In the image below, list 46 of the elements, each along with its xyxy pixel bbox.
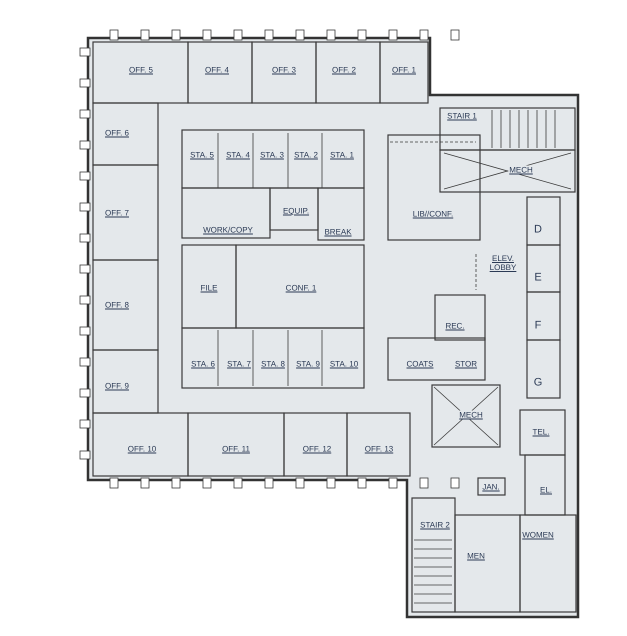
room-label: OFF. 10 bbox=[126, 444, 158, 454]
room-label: STAIR 2 bbox=[419, 520, 451, 530]
room-label: LIB//CONF. bbox=[412, 210, 454, 218]
room-label: STA. 7 bbox=[226, 360, 252, 368]
room-label: CONF. 1 bbox=[284, 284, 318, 292]
room-label: MECH bbox=[458, 410, 484, 420]
elevator-letter: G bbox=[532, 378, 544, 388]
room-label: OFF. 1 bbox=[391, 66, 417, 74]
room-label: OFF. 2 bbox=[331, 66, 357, 74]
room-label: STA. 10 bbox=[328, 360, 360, 368]
room-label: OFF. 5 bbox=[128, 66, 154, 74]
room-label: BREAK bbox=[323, 228, 353, 236]
room-label: OFF. 8 bbox=[104, 300, 130, 310]
room-label: STA. 9 bbox=[295, 360, 321, 368]
room-label: COATS bbox=[406, 360, 434, 368]
room-label: STA. 2 bbox=[293, 150, 319, 160]
room-label: OFF. 6 bbox=[104, 128, 130, 138]
room-label: FILE bbox=[200, 284, 218, 292]
room-label: STOR bbox=[454, 360, 478, 368]
room-label: STA. 6 bbox=[190, 360, 216, 368]
elevator-letter: D bbox=[533, 226, 543, 234]
room-label: STA. 5 bbox=[189, 150, 215, 160]
room-label: TEL. bbox=[532, 428, 550, 436]
room-label: STA. 3 bbox=[259, 150, 285, 160]
elevator-letter: E bbox=[533, 274, 543, 282]
room-label: JAN. bbox=[481, 482, 501, 492]
room-label: OFF. 7 bbox=[104, 208, 130, 218]
room-label: STA. 8 bbox=[260, 360, 286, 368]
room-label: ELEV. LOBBY bbox=[487, 254, 519, 272]
room-label: EL. bbox=[539, 486, 553, 494]
elevator-letter: F bbox=[534, 322, 542, 330]
room-label: OFF. 11 bbox=[221, 444, 251, 454]
room-label: STA. 4 bbox=[225, 150, 251, 160]
room-label: STA. 1 bbox=[329, 150, 355, 160]
room-label: STAIR 1 bbox=[446, 112, 478, 120]
room-label: WORK/COPY bbox=[202, 226, 254, 234]
room-label: WOMEN bbox=[521, 530, 555, 540]
room-label: REC. bbox=[444, 322, 466, 330]
room-label: OFF. 9 bbox=[104, 382, 130, 390]
room-label: OFF. 13 bbox=[364, 444, 394, 454]
room-label: MECH bbox=[508, 166, 534, 174]
room-label: OFF. 12 bbox=[302, 444, 332, 454]
room-label: OFF. 4 bbox=[204, 66, 230, 74]
room-label: MEN bbox=[466, 552, 486, 560]
room-label: EQUIP. bbox=[282, 206, 310, 216]
room-label: OFF. 3 bbox=[271, 66, 297, 74]
